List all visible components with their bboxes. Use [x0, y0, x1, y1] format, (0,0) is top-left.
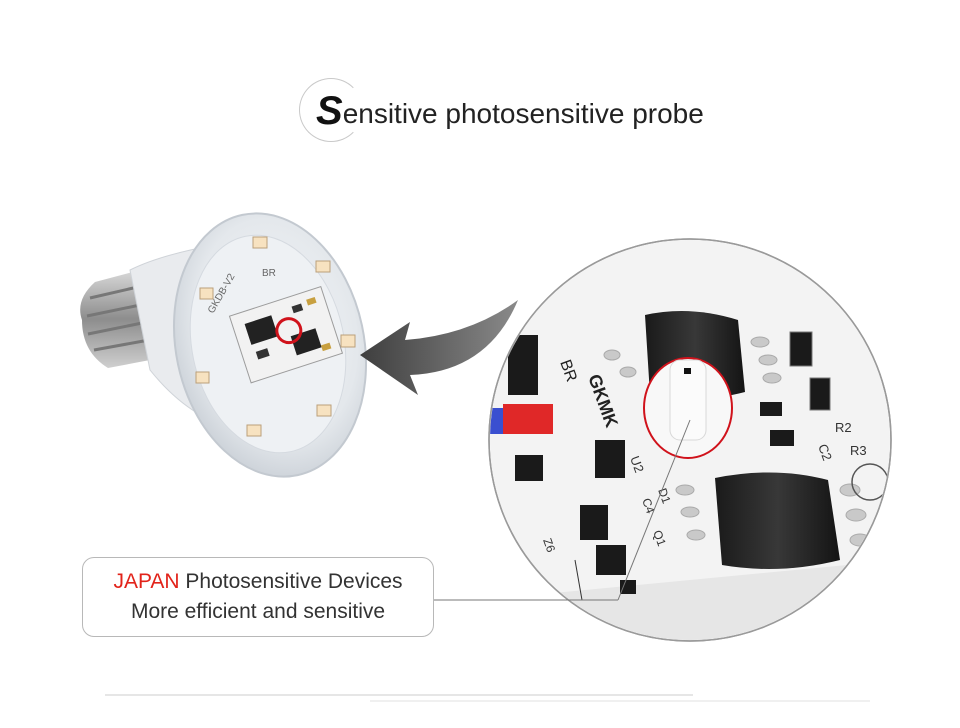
bulb-board-mark: BR: [262, 268, 276, 279]
label-c4: C4: [639, 496, 658, 516]
title-circle-decoration: [299, 78, 363, 142]
title: S ensitive photosensitive probe: [299, 78, 704, 144]
title-initial: S: [316, 88, 343, 133]
resistor: [789, 331, 813, 367]
label-u2: U2: [627, 454, 647, 475]
resistor: [809, 377, 831, 411]
chip-u3: [715, 472, 840, 569]
component: [515, 455, 543, 481]
title-text: ensitive photosensitive probe: [342, 98, 704, 129]
component: [508, 335, 538, 395]
zoom-magnifier: BR GKMK U2 R2 R3 C2 D1 C4 Q1 Z6: [488, 238, 892, 642]
label-z6: Z6: [540, 536, 558, 554]
led-chip: [315, 260, 331, 273]
diode-red-body: [503, 404, 553, 434]
callout-line1-text: Photosensitive Devices: [179, 570, 403, 593]
sensor-highlight-circle: [275, 317, 303, 345]
callout-line-2: More efficient and sensitive: [130, 600, 386, 623]
callout-leader-line: [617, 419, 691, 601]
label-q1: Q1: [650, 528, 669, 548]
led-chip: [340, 334, 356, 348]
photosensor: [669, 359, 707, 441]
solder-pads: [603, 336, 871, 547]
zoom-board-mark: BR: [556, 358, 580, 385]
pointer-arrow: [360, 300, 518, 395]
led-chip: [316, 404, 332, 417]
bulb-screw-base: [80, 270, 150, 368]
feature-callout: JAPAN Photosensitive Devices More effici…: [82, 557, 434, 637]
callout-line-1: JAPAN Photosensitive Devices: [113, 567, 402, 597]
label-r3: R3: [850, 443, 867, 458]
component: [620, 580, 636, 594]
bulb-pcb: [228, 285, 344, 384]
component-q1: [580, 505, 608, 540]
label-r2: R2: [835, 420, 852, 435]
component-u2: [595, 440, 625, 478]
component: [770, 430, 794, 446]
led-chip: [246, 424, 262, 437]
component: [596, 545, 626, 575]
label-c2: C2: [815, 442, 835, 463]
led-bulb: GKDB-V2 BR: [80, 212, 368, 478]
led-chip: [195, 371, 210, 384]
led-chip: [199, 287, 214, 300]
component: [760, 402, 782, 416]
led-chip: [252, 236, 268, 249]
led-chips: [195, 236, 356, 437]
label-d1: D1: [655, 486, 674, 506]
callout-brand: JAPAN: [113, 570, 180, 593]
